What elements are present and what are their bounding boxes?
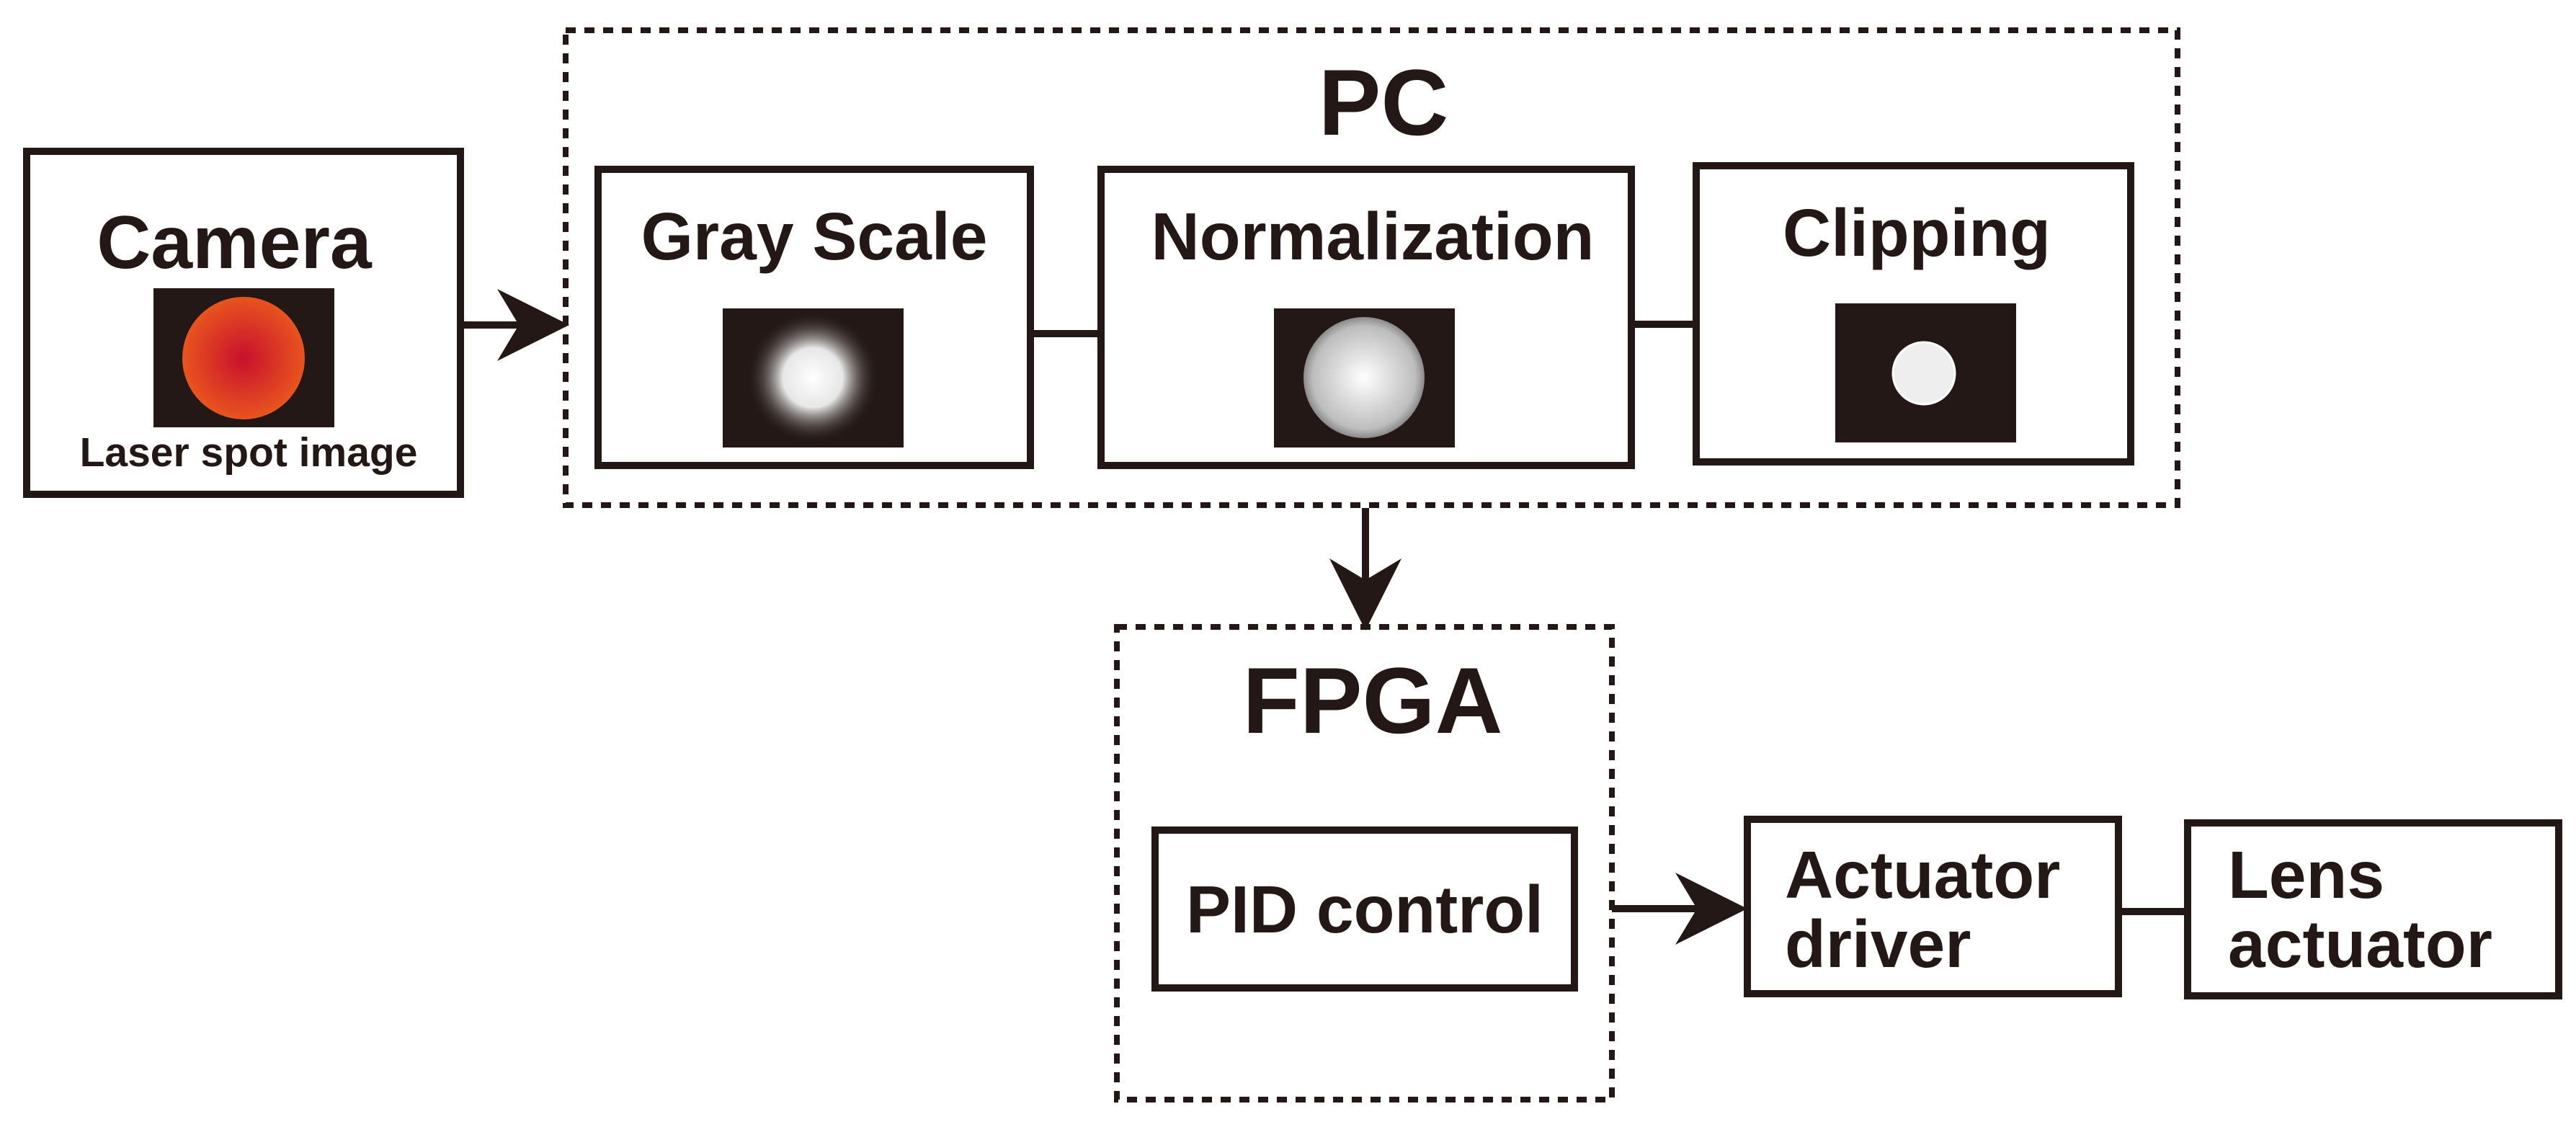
fpga-group: FPGA PID control [1114,624,1615,1102]
fpga-title: FPGA [1242,648,1502,753]
laser-spot-icon [182,297,305,419]
camera-title: Camera [97,201,373,285]
clipped-spot-icon [1891,341,1956,406]
stage-label: Gray Scale [641,199,988,274]
stage-label: Clipping [1783,195,2051,270]
actuator-driver-block: Actuator driver [1744,816,2122,997]
driver-label-line1: Actuator [1785,837,2060,912]
stage-normalization: Normalization [1097,166,1635,469]
pc-title: PC [1319,50,1449,155]
camera-block: Camera Laser spot image [23,148,464,498]
stage-label: Normalization [1151,199,1595,274]
camera-caption: Laser spot image [80,429,418,476]
lens-label-line2: actuator [2228,906,2492,981]
gray-spot-icon [746,311,879,444]
stage-clipping: Clipping [1693,162,2134,466]
normalized-spot-icon [1303,317,1425,438]
driver-label-line2: driver [1785,906,1971,981]
lens-label-line1: Lens [2228,837,2384,912]
stage-gray-scale: Gray Scale [594,166,1034,469]
pc-group: PC Gray Scale Normalization Clipping [563,27,2180,508]
pid-control-label: PID control [1186,872,1543,947]
lens-actuator-block: Lens actuator [2184,819,2562,999]
pid-control-block: PID control [1151,827,1578,992]
